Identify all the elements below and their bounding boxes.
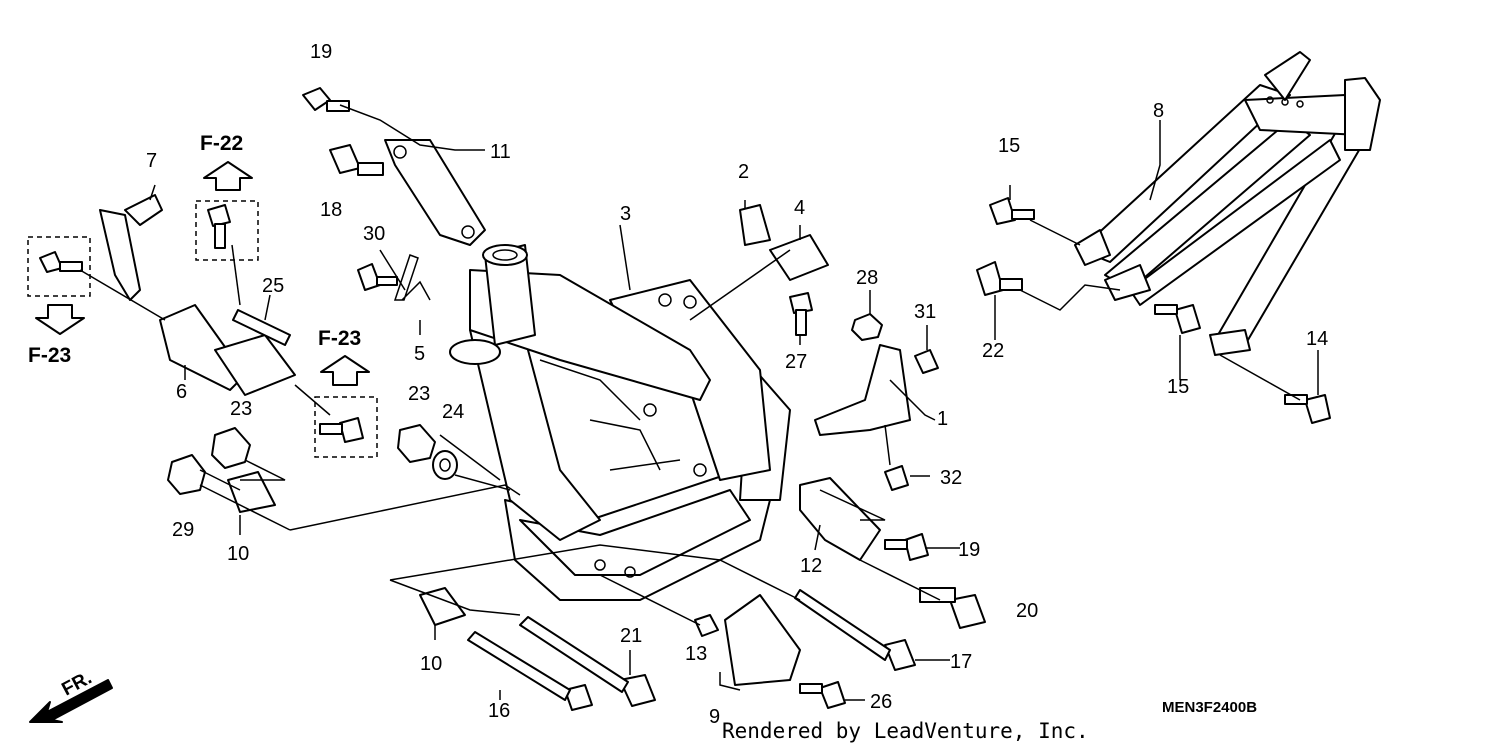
part-label: 32 xyxy=(940,467,962,489)
part-label: 3 xyxy=(620,203,631,225)
part-label: 11 xyxy=(490,141,511,163)
part-label: 14 xyxy=(1306,328,1328,350)
part-label: 30 xyxy=(363,223,385,245)
part-label: 17 xyxy=(950,651,972,673)
part-label: 19 xyxy=(310,41,332,63)
leader-lines xyxy=(79,104,1319,701)
part-label: 24 xyxy=(442,401,464,423)
part-label: 1 xyxy=(937,408,948,430)
part-label: 8 xyxy=(1153,100,1164,122)
parts-group xyxy=(39,87,1331,711)
part-label: 7 xyxy=(146,150,157,172)
part-label: 20 xyxy=(1016,600,1038,622)
reference-label: F-22 xyxy=(200,132,243,155)
part-label: 22 xyxy=(982,340,1004,362)
part-label: 26 xyxy=(870,691,892,713)
part-label: 21 xyxy=(620,625,642,647)
part-label: 19 xyxy=(958,539,980,561)
part-label: 10 xyxy=(420,653,442,675)
part-label: 10 xyxy=(227,543,249,565)
reference-label: F-23 xyxy=(28,344,71,367)
part-label: 5 xyxy=(414,343,425,365)
diagram-code: MEN3F2400B xyxy=(1162,699,1257,716)
part-label: 2 xyxy=(738,161,749,183)
part-label: 31 xyxy=(914,301,936,323)
part-label: 13 xyxy=(685,643,707,665)
reference-label: F-23 xyxy=(318,327,361,350)
sub-frame xyxy=(1074,51,1381,356)
part-label: 9 xyxy=(709,706,720,728)
part-label: 4 xyxy=(794,197,805,219)
part-label: 27 xyxy=(785,351,807,373)
part-label: 15 xyxy=(1167,376,1189,398)
part-label: 28 xyxy=(856,267,878,289)
part-label: 23 xyxy=(230,398,252,420)
main-frame xyxy=(449,244,791,601)
part-label: 12 xyxy=(800,555,822,577)
part-label: 25 xyxy=(262,275,284,297)
part-label: 6 xyxy=(176,381,187,403)
part-label: 15 xyxy=(998,135,1020,157)
footer-credit: Rendered by LeadVenture, Inc. xyxy=(722,719,1089,743)
part-label: 16 xyxy=(488,700,510,722)
part-label: 29 xyxy=(172,519,194,541)
reference-boxes xyxy=(27,161,378,723)
part-label: 23 xyxy=(408,383,430,405)
part-label: 18 xyxy=(320,199,342,221)
